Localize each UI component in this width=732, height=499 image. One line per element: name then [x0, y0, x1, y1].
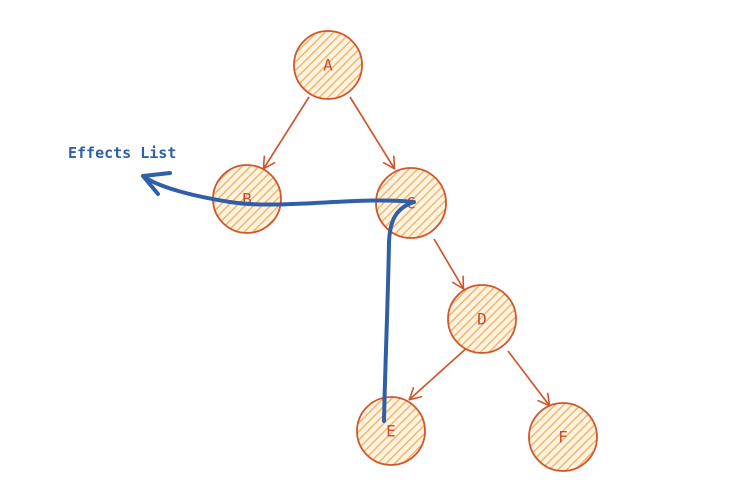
- node-b: B: [212, 164, 282, 234]
- node-f-label: F: [558, 428, 568, 447]
- tree-nodes: A B C D E F: [212, 30, 598, 472]
- edge-a-c: [349, 96, 396, 170]
- node-a: A: [293, 30, 363, 100]
- node-a-label: A: [323, 56, 333, 75]
- effects-list-label: Effects List: [68, 144, 176, 162]
- edge-d-f: [507, 350, 551, 407]
- node-b-label: B: [242, 190, 252, 209]
- edge-c-d: [433, 238, 465, 290]
- node-d-label: D: [477, 310, 487, 329]
- tree-edges: [262, 96, 551, 407]
- effects-path-arrowhead: [141, 171, 172, 196]
- node-e-label: E: [386, 422, 396, 441]
- node-f: F: [528, 402, 598, 472]
- node-d: D: [447, 284, 517, 354]
- node-e: E: [356, 396, 426, 466]
- effects-path: [141, 171, 416, 423]
- edge-d-e: [408, 344, 471, 401]
- edge-a-b: [262, 96, 310, 170]
